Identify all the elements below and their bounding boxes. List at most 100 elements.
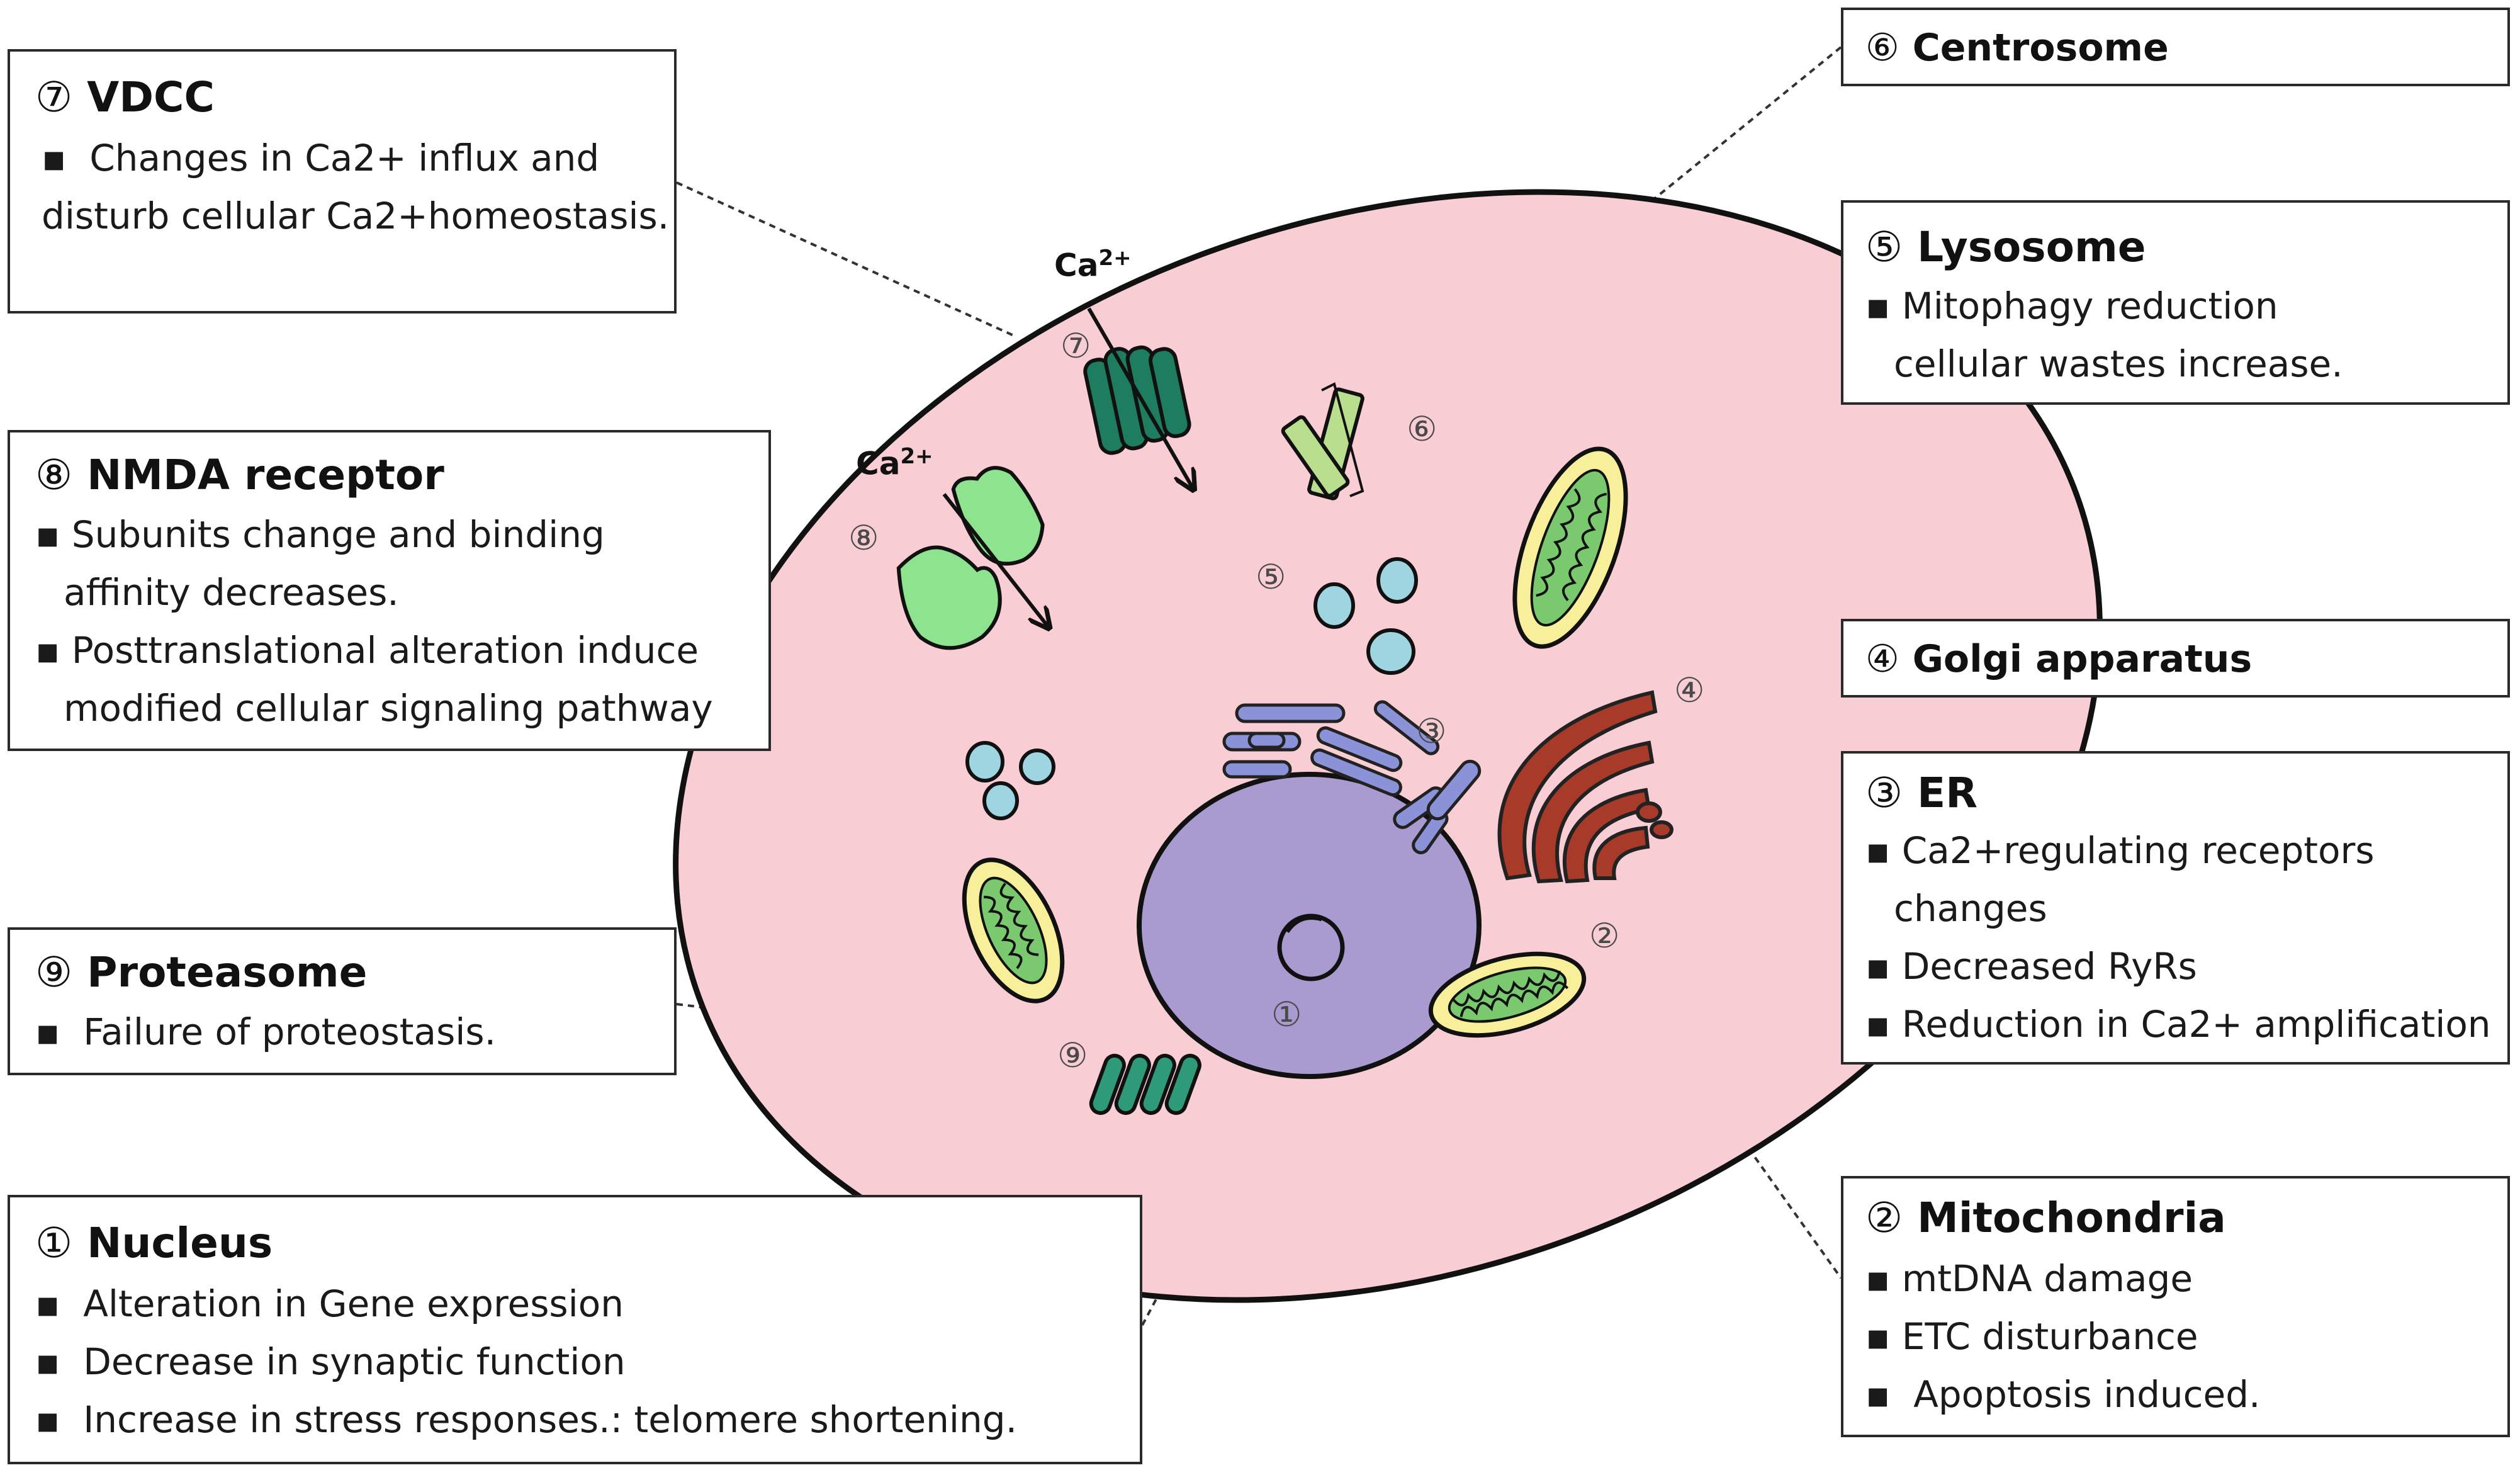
bullet: ▪ xyxy=(35,1398,60,1441)
bullet: ▪ xyxy=(1865,1373,1891,1416)
callout-number: ① xyxy=(35,1219,73,1267)
callout-er: ③ ER ▪ Ca2+regulating receptors changes … xyxy=(1841,751,2510,1065)
callout-heading: Lysosome xyxy=(1917,223,2146,271)
callout-line: ▪ Posttranslational alteration induce xyxy=(35,632,699,669)
callout-title: ⑤ Lysosome xyxy=(1865,227,2146,268)
callout-line: ▪ Apoptosis induced. xyxy=(1865,1376,2260,1413)
ion-symbol: Ca xyxy=(856,445,901,482)
callout-number: ⑥ xyxy=(1865,26,1899,70)
line-text: Posttranslational alteration induce xyxy=(71,629,699,672)
bullet: ▪ xyxy=(1865,1003,1891,1046)
callout-heading: Centrosome xyxy=(1912,26,2169,70)
callout-number: ⑦ xyxy=(35,73,73,122)
callout-line: modified cellular signaling pathway xyxy=(64,690,713,726)
marker-9: ⑨ xyxy=(1057,1036,1088,1075)
line-text: modified cellular signaling pathway xyxy=(64,687,713,730)
bullet: ▪ xyxy=(1865,1257,1891,1300)
lysosomes-left xyxy=(965,741,1055,820)
bullet: ▪ xyxy=(35,1340,60,1383)
lysosomes-center xyxy=(1313,557,1418,675)
line-text: Decreased RyRs xyxy=(1901,945,2197,988)
line-text: Apoptosis induced. xyxy=(1913,1373,2261,1416)
callout-mitochondria: ② Mitochondria ▪ mtDNA damage ▪ ETC dist… xyxy=(1841,1176,2510,1437)
callout-centrosome: ⑥ Centrosome xyxy=(1841,8,2510,86)
bullet: ▪ xyxy=(35,1010,60,1053)
callout-title: ⑥ Centrosome xyxy=(1865,29,2169,67)
nucleus xyxy=(1137,772,1482,1079)
callout-number: ② xyxy=(1865,1194,1903,1242)
callout-line: disturb cellular Ca2+homeostasis. xyxy=(42,198,669,234)
line-text: mtDNA damage xyxy=(1901,1257,2193,1300)
line-text: Failure of proteostasis. xyxy=(83,1010,497,1053)
callout-title: ③ ER xyxy=(1865,772,1977,814)
callout-line: ▪ Decreased RyRs xyxy=(1865,948,2197,985)
callout-vdcc: ⑦ VDCC ▪ Changes in Ca2+ influx and dist… xyxy=(8,49,677,314)
line-text: Reduction in Ca2+ amplification xyxy=(1901,1003,2491,1046)
callout-heading: Nucleus xyxy=(87,1219,273,1267)
callout-line: ▪ Subunits change and binding xyxy=(35,516,605,553)
callout-line: ▪ Ca2+regulating receptors xyxy=(1865,832,2375,869)
marker-8: ⑧ xyxy=(848,518,879,558)
ion-charge: 2+ xyxy=(1098,246,1132,271)
leader-vdcc xyxy=(676,181,1017,338)
callout-line: ▪ Changes in Ca2+ influx and xyxy=(42,140,599,176)
line-text: Alteration in Gene expression xyxy=(83,1282,624,1325)
bullet: ▪ xyxy=(35,1282,60,1325)
marker-7: ⑦ xyxy=(1060,326,1091,366)
bullet: ▪ xyxy=(1865,285,1891,327)
callout-number: ④ xyxy=(1865,637,1899,681)
callout-nmda-receptor: ⑧ NMDA receptor ▪ Subunits change and bi… xyxy=(8,430,771,751)
callout-number: ⑧ xyxy=(35,451,73,499)
callout-title: ⑨ Proteasome xyxy=(35,952,367,993)
callout-line: cellular wastes increase. xyxy=(1894,346,2343,382)
nmda-ion-label: Ca2+ xyxy=(856,444,933,482)
endoplasmic-reticulum xyxy=(1222,700,1482,854)
vdcc-channel xyxy=(1083,345,1191,455)
line-text: Decrease in synaptic function xyxy=(83,1340,626,1383)
bullet: ▪ xyxy=(35,629,60,672)
callout-heading: Proteasome xyxy=(87,948,368,997)
callout-heading: VDCC xyxy=(87,73,215,122)
marker-6: ⑥ xyxy=(1407,409,1437,449)
nmda-calcium-arrow xyxy=(942,493,1048,626)
line-text: cellular wastes increase. xyxy=(1894,342,2343,385)
line-text: ETC disturbance xyxy=(1901,1315,2198,1358)
callout-lysosome: ⑤ Lysosome ▪ Mitophagy reduction cellula… xyxy=(1841,200,2510,405)
callout-line: ▪ Reduction in Ca2+ amplification xyxy=(1865,1006,2491,1043)
callout-line: ▪ Decrease in synaptic function xyxy=(35,1343,626,1380)
line-text: Mitophagy reduction xyxy=(1901,285,2278,327)
callout-number: ③ xyxy=(1865,769,1903,817)
line-text: changes xyxy=(1894,887,2047,930)
callout-number: ⑤ xyxy=(1865,223,1903,271)
line-text: Ca2+regulating receptors xyxy=(1901,829,2375,872)
vdcc-calcium-arrow xyxy=(1087,307,1193,488)
bullet: ▪ xyxy=(35,513,60,556)
proteasome xyxy=(1089,1053,1201,1116)
marker-4: ④ xyxy=(1674,670,1704,710)
mitochondrion-left xyxy=(962,857,1065,1003)
line-text: Subunits change and binding xyxy=(71,513,605,556)
callout-line: changes xyxy=(1894,890,2047,927)
bullet: ▪ xyxy=(1865,829,1891,872)
callout-title: ① Nucleus xyxy=(35,1223,273,1264)
bullet: ▪ xyxy=(1865,945,1891,988)
nucleolus-curl xyxy=(1285,915,1322,934)
callout-line: affinity decreases. xyxy=(64,574,399,611)
callout-heading: Mitochondria xyxy=(1917,1194,2226,1242)
line-text: disturb cellular Ca2+homeostasis. xyxy=(42,195,670,237)
ion-charge: 2+ xyxy=(900,444,933,469)
callout-line: ▪ mtDNA damage xyxy=(1865,1260,2193,1297)
mitochondrion-upper-right xyxy=(1512,446,1628,649)
callout-heading: NMDA receptor xyxy=(87,451,444,499)
callout-golgi: ④ Golgi apparatus xyxy=(1841,619,2510,698)
marker-1: ① xyxy=(1271,995,1302,1034)
callout-title: ④ Golgi apparatus xyxy=(1865,640,2252,678)
mitochondrion-lower-right xyxy=(1428,951,1587,1038)
cell-membrane xyxy=(673,189,2103,1303)
line-text: Changes in Ca2+ influx and xyxy=(89,137,600,179)
callout-title: ⑦ VDCC xyxy=(35,77,215,118)
callout-line: ▪ Increase in stress responses.: telomer… xyxy=(35,1401,1017,1438)
callout-line: ▪ ETC disturbance xyxy=(1865,1318,2198,1355)
